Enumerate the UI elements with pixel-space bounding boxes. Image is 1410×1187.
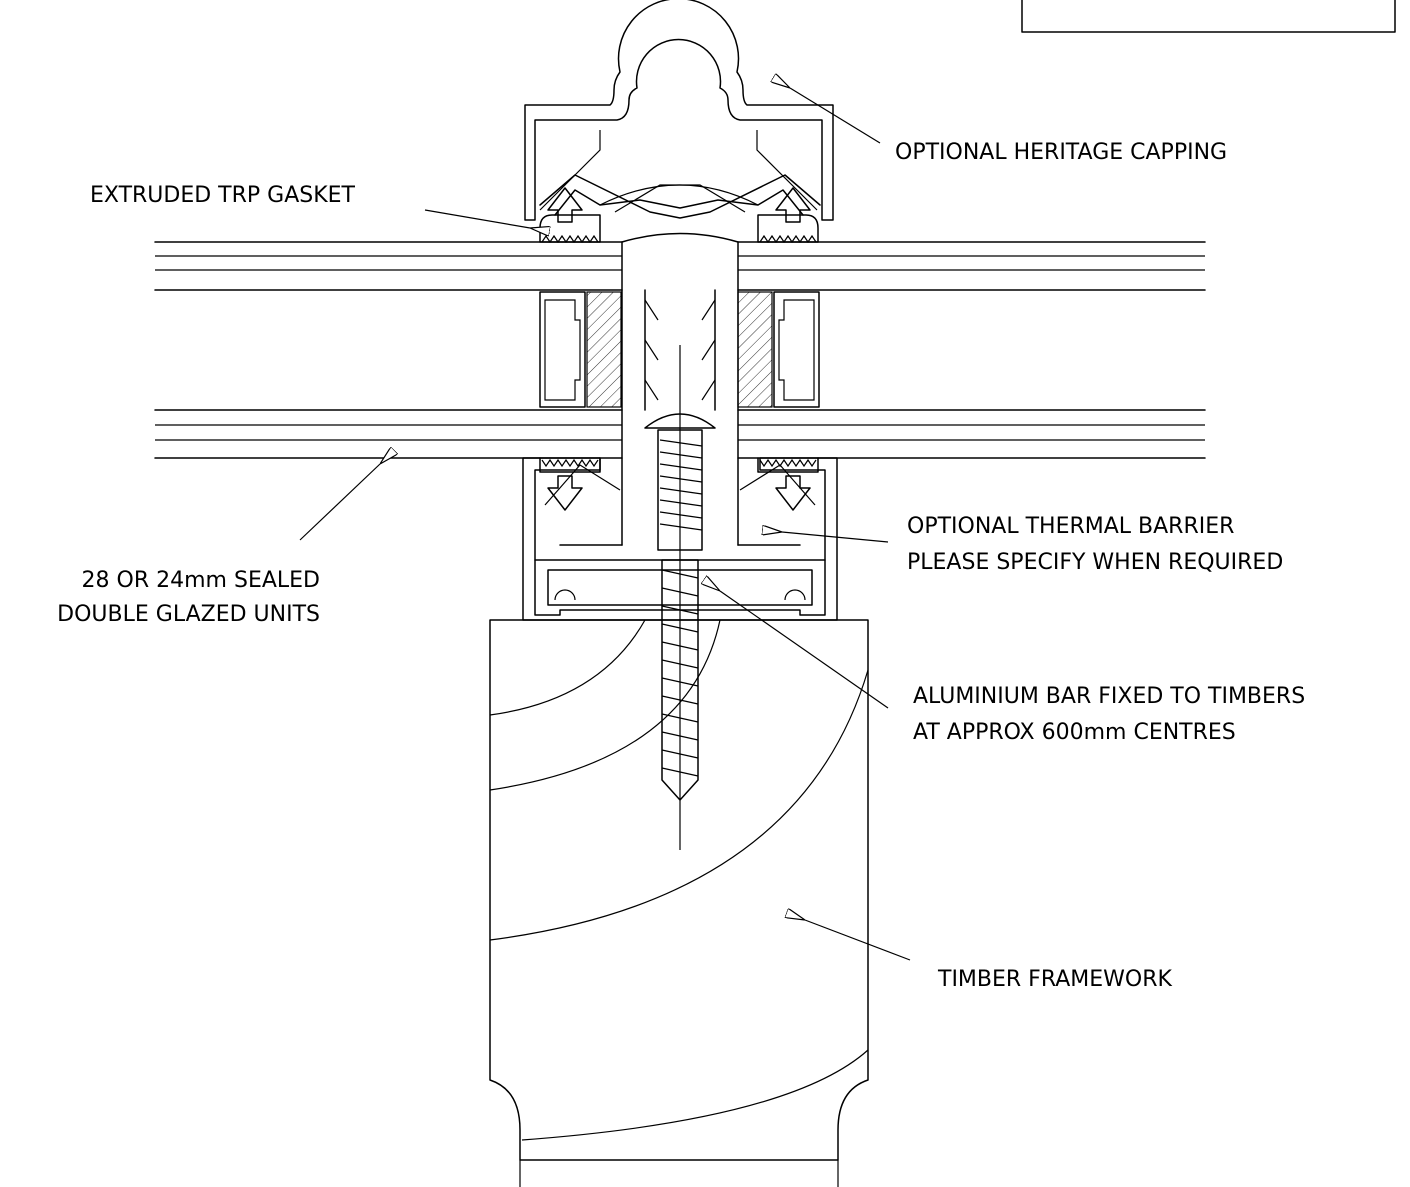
- leader-glazed-units: [299, 464, 380, 541]
- leader-heritage-capping: [790, 88, 881, 144]
- spacer-right: [737, 291, 820, 408]
- heritage-capping: [524, 0, 834, 221]
- leader-timber-framework: [805, 920, 911, 961]
- label-thermal-barrier-2: PLEASE SPECIFY WHEN REQUIRED: [907, 550, 1283, 575]
- label-heritage-capping: OPTIONAL HERITAGE CAPPING: [895, 140, 1227, 165]
- label-glazed-units-2: DOUBLE GLAZED UNITS: [57, 602, 320, 627]
- leader-aluminium-bar: [720, 591, 889, 709]
- leader-thermal-barrier: [782, 532, 889, 543]
- lower-gasket-left: [539, 457, 601, 511]
- central-glazing-bar: [621, 232, 739, 850]
- label-aluminium-bar-1: ALUMINIUM BAR FIXED TO TIMBERS: [913, 684, 1305, 709]
- spacer-left: [539, 291, 622, 408]
- leader-lines: [299, 88, 911, 961]
- top-gasket-right: [757, 187, 819, 244]
- lower-gasket-right: [757, 457, 819, 511]
- label-gasket: EXTRUDED TRP GASKET: [90, 183, 356, 208]
- label-timber-framework: TIMBER FRAMEWORK: [937, 967, 1173, 992]
- title-box: [1021, 0, 1396, 33]
- top-clip-extrusion: [539, 174, 821, 219]
- upper-glass-panes: [154, 241, 1206, 291]
- label-thermal-barrier-1: OPTIONAL THERMAL BARRIER: [907, 514, 1234, 539]
- label-glazed-units-1: 28 OR 24mm SEALED: [82, 568, 320, 593]
- label-aluminium-bar-2: AT APPROX 600mm CENTRES: [913, 720, 1236, 745]
- timber-framework: [489, 619, 869, 1187]
- leader-gasket: [424, 209, 530, 228]
